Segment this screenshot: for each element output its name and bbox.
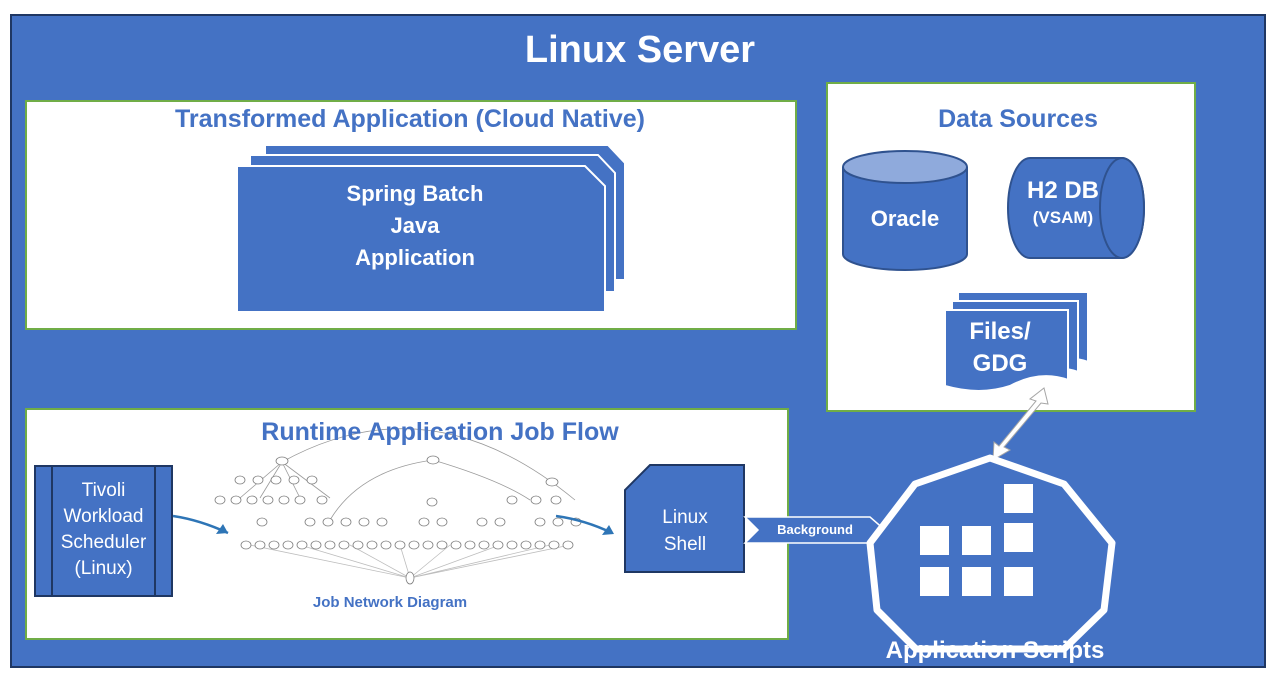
data-sources-title: Data Sources: [938, 105, 1098, 133]
scheduler-to-diagram-arrow: [172, 514, 229, 535]
application-scripts-icon: [866, 454, 1116, 653]
h2-db-line-1: H2 DB: [1026, 177, 1099, 204]
files-gdg-line-2: GDG: [972, 350, 1028, 377]
job-network-caption: Job Network Diagram: [312, 594, 468, 611]
scheduler-label: Tivoli Workload Scheduler (Linux): [52, 478, 155, 582]
bidirectional-arrow: [992, 387, 1049, 461]
h2-database-shape: [1007, 157, 1145, 259]
files-gdg-line-1: Files/: [969, 318, 1031, 345]
scheduler-line-3: Scheduler: [60, 532, 147, 553]
linux-shell-line-1: Linux: [662, 507, 708, 528]
background-label: Background: [777, 522, 853, 537]
oracle-database-shape: [842, 150, 968, 271]
files-gdg-documents-shape: [944, 291, 1089, 392]
linux-shell-label: Linux Shell: [632, 504, 738, 558]
scheduler-line-2: Workload: [63, 506, 144, 527]
h2-db-label: H2 DB (VSAM): [1008, 176, 1118, 230]
spring-batch-line-3: Application: [355, 245, 475, 270]
spring-batch-stack-shape: [236, 144, 626, 313]
oracle-label: Oracle: [870, 206, 940, 231]
tivoli-scheduler-shape: [34, 465, 173, 597]
spring-batch-line-2: Java: [390, 213, 440, 238]
transformed-application-title: Transformed Application (Cloud Native): [175, 105, 645, 133]
files-gdg-label: Files/ GDG: [945, 316, 1055, 380]
h2-db-line-2: (VSAM): [1032, 208, 1094, 227]
scheduler-line-4: (Linux): [74, 558, 133, 579]
linux-shell-shape: [624, 464, 745, 573]
scheduler-line-1: Tivoli: [81, 480, 126, 501]
job-network-diagram: [214, 428, 582, 585]
application-scripts-label: Application Scripts: [885, 637, 1105, 664]
linux-shell-line-2: Shell: [663, 534, 707, 555]
spring-batch-label: Spring Batch Java Application: [290, 178, 540, 274]
job-flow-title: Runtime Application Job Flow: [261, 418, 619, 446]
spring-batch-line-1: Spring Batch: [346, 181, 484, 206]
diagram-to-shell-arrow: [555, 514, 614, 535]
server-title: Linux Server: [524, 29, 756, 71]
